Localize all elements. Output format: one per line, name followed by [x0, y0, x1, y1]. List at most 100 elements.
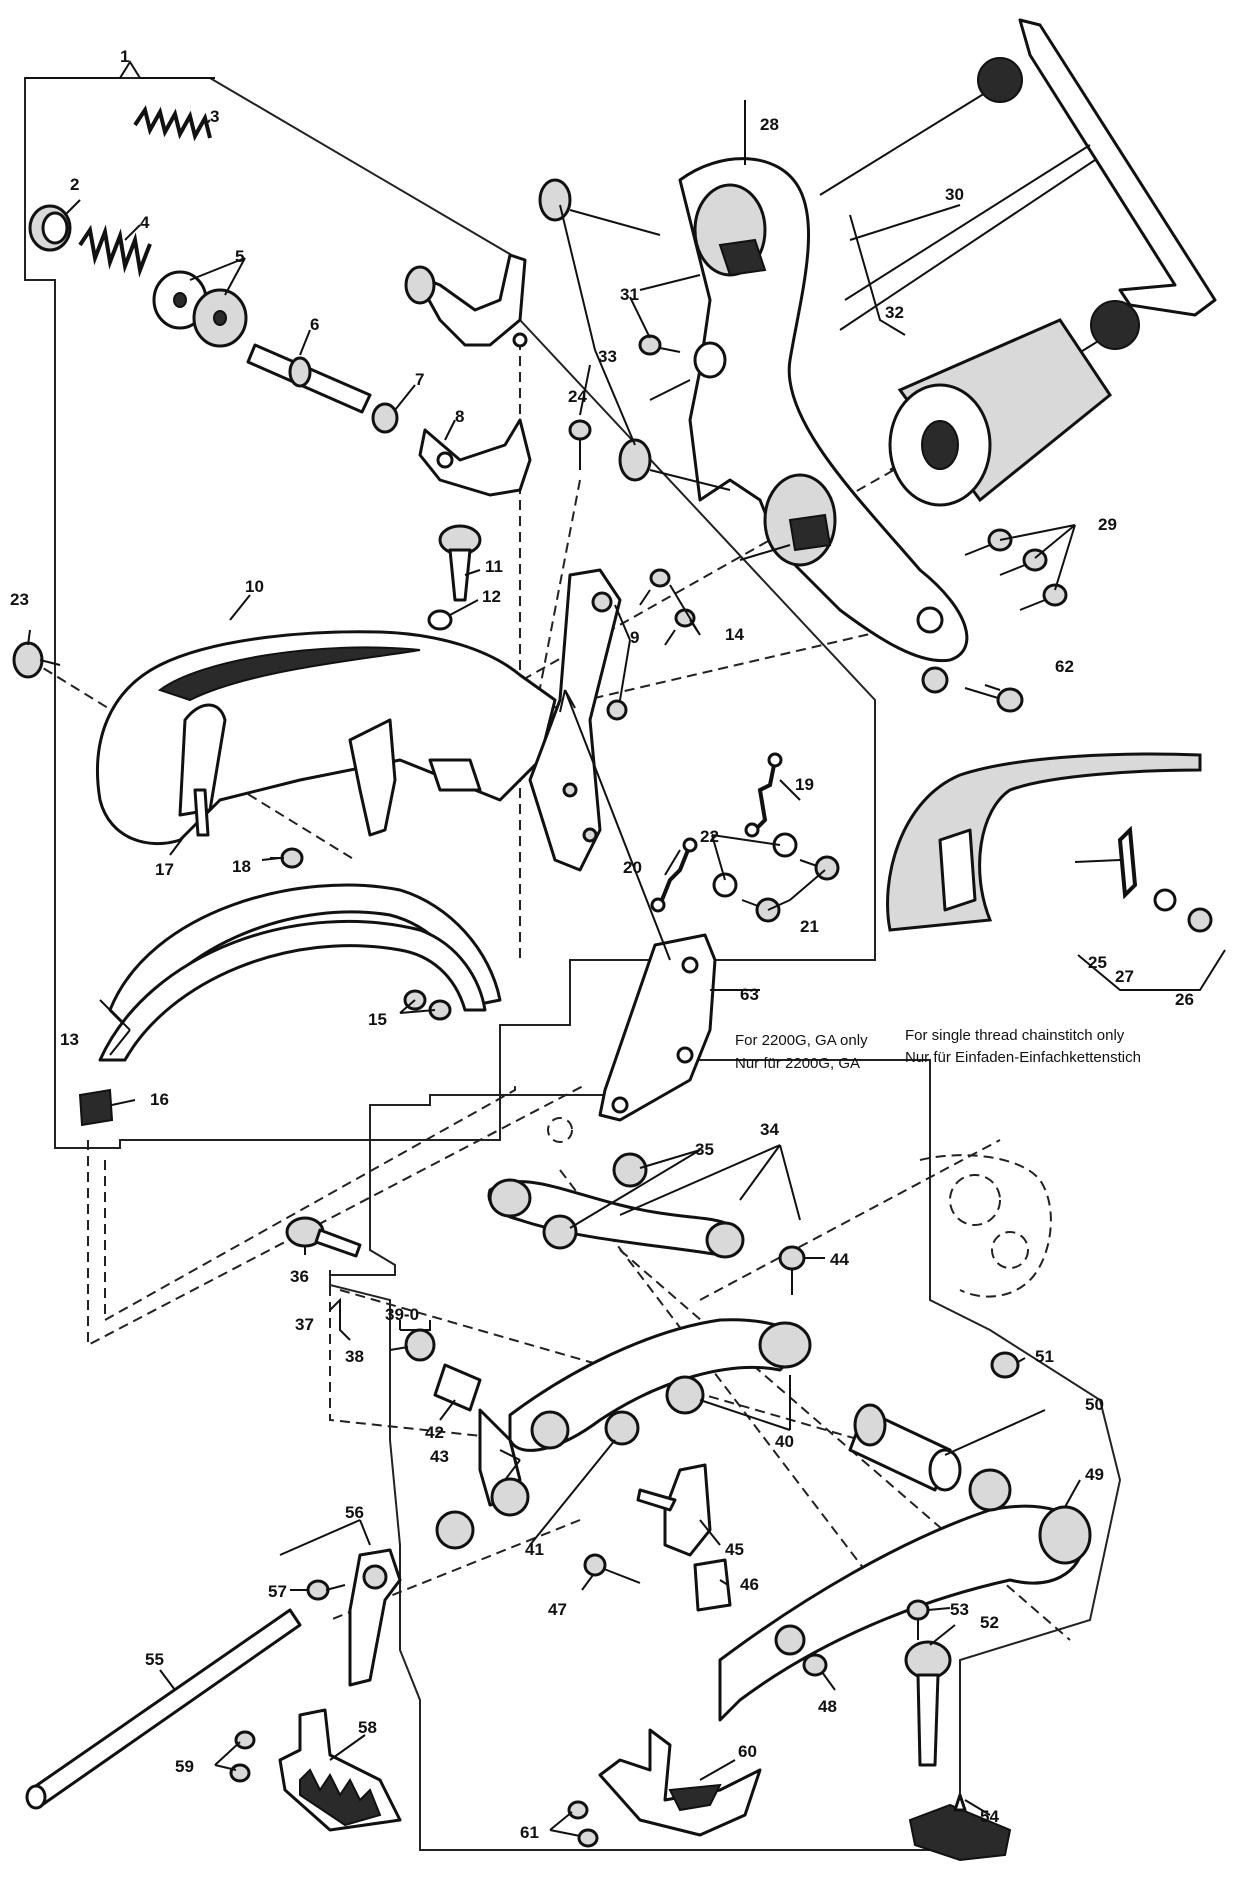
note-chainstitch-de: Nur für Einfaden-Einfachkettenstich [905, 1049, 1141, 1066]
bushing-lower [435, 1510, 475, 1550]
screw-23 [12, 641, 61, 679]
callout-23: 23 [10, 590, 29, 609]
shaft-50 [848, 1403, 962, 1492]
clip-16 [78, 1088, 114, 1127]
screws-59 [229, 1730, 256, 1783]
machine-casting [547, 1117, 1052, 1298]
screw-31 [638, 334, 681, 356]
callout-46: 46 [740, 1575, 759, 1594]
guide-line [699, 1139, 1001, 1301]
notes: For 2200G, GA only Nur für 2200G, GA For… [735, 1027, 1141, 1072]
nuts-15 [403, 989, 452, 1021]
callout-42: 42 [425, 1423, 444, 1442]
screws-14 [639, 568, 696, 646]
callout-35: 35 [695, 1140, 714, 1159]
callout-19: 19 [795, 775, 814, 794]
callout-24: 24 [568, 387, 587, 406]
guide-line [104, 1080, 516, 1322]
callout-29: 29 [1098, 515, 1117, 534]
note-plate-en: For 2200G, GA only [735, 1032, 868, 1049]
callout-17: 17 [155, 860, 174, 879]
callout-2: 2 [70, 175, 79, 194]
guide-line [87, 1084, 586, 1347]
callout-12: 12 [482, 587, 501, 606]
callout-labels: 1 2 3 4 5 6 7 8 9 10 11 12 13 14 15 16 1… [10, 47, 1194, 1842]
stand-frame-30 [839, 18, 1217, 331]
callout-1: 1 [120, 47, 129, 66]
screws-21 [741, 855, 840, 923]
nut-7 [371, 402, 399, 434]
assembly-1-bracket [25, 60, 215, 79]
assembly-37-frame [329, 1059, 1122, 1851]
callout-49: 49 [1085, 1465, 1104, 1484]
looper-drive-arm-49 [718, 1468, 1092, 1722]
bushing-38 [404, 1328, 436, 1362]
spring-4 [78, 224, 152, 278]
nut-2 [28, 204, 72, 252]
stud-6 [246, 343, 372, 414]
callout-6: 6 [310, 315, 319, 334]
screw-17 [193, 788, 210, 837]
screw-62 [964, 687, 1024, 713]
callout-61: 61 [520, 1823, 539, 1842]
callout-54: 54 [980, 1807, 999, 1826]
spring-19 [744, 752, 783, 838]
callout-3: 3 [210, 107, 219, 126]
screw-44 [778, 1245, 806, 1295]
callout-48: 48 [818, 1697, 837, 1716]
callout-26: 26 [1175, 990, 1194, 1009]
callout-28: 28 [760, 115, 779, 134]
callout-32: 32 [885, 303, 904, 322]
thread-rod-32 [819, 57, 1140, 471]
knob-screw-11 [438, 524, 482, 602]
callout-25: 25 [1088, 953, 1107, 972]
spring-20 [650, 837, 698, 913]
lever-54 [908, 1793, 1012, 1862]
plate-63 [598, 933, 717, 1122]
callout-13: 13 [60, 1030, 79, 1049]
cover-plate-13 [98, 883, 502, 1062]
connecting-rod-52 [904, 1640, 952, 1767]
bushing-41 [604, 1410, 640, 1446]
thread-guide-assembly [404, 253, 528, 348]
callout-22: 22 [700, 827, 719, 846]
callout-10: 10 [245, 577, 264, 596]
bushing-42 [433, 1363, 482, 1412]
callout-21: 21 [800, 917, 819, 936]
screw-24 [568, 419, 592, 470]
callout-53: 53 [950, 1600, 969, 1619]
lever-56 [348, 1548, 402, 1687]
callout-31: 31 [620, 285, 639, 304]
callout-62: 62 [1055, 657, 1074, 676]
callout-14: 14 [725, 625, 744, 644]
callout-43: 43 [430, 1447, 449, 1466]
guide-line [529, 479, 581, 741]
feed-dog-58 [278, 1708, 402, 1832]
link-34 [487, 1178, 745, 1259]
nut-48 [802, 1653, 828, 1677]
arm-45 [636, 1463, 712, 1557]
thread-cone [888, 318, 1113, 507]
screw-53 [906, 1599, 930, 1640]
looper-cover-10 [96, 630, 557, 846]
screw-47 [583, 1553, 641, 1584]
bracket-8 [418, 418, 532, 497]
callout-37: 37 [295, 1315, 314, 1334]
discs-5 [152, 270, 248, 348]
spring-3 [133, 105, 212, 142]
callout-56: 56 [345, 1503, 364, 1522]
leader-lines [27, 100, 1081, 1837]
callout-41: 41 [525, 1540, 544, 1559]
callout-15: 15 [368, 1010, 387, 1029]
callout-4: 4 [140, 213, 150, 232]
washers-22 [712, 832, 798, 898]
callout-55: 55 [145, 1650, 164, 1669]
looper-60 [598, 1728, 762, 1837]
callout-52: 52 [980, 1613, 999, 1632]
callout-34: 34 [760, 1120, 779, 1139]
shaft-55 [25, 1608, 302, 1810]
callout-9: 9 [630, 628, 639, 647]
note-chainstitch-en: For single thread chainstitch only [905, 1027, 1125, 1044]
callout-47: 47 [548, 1600, 567, 1619]
